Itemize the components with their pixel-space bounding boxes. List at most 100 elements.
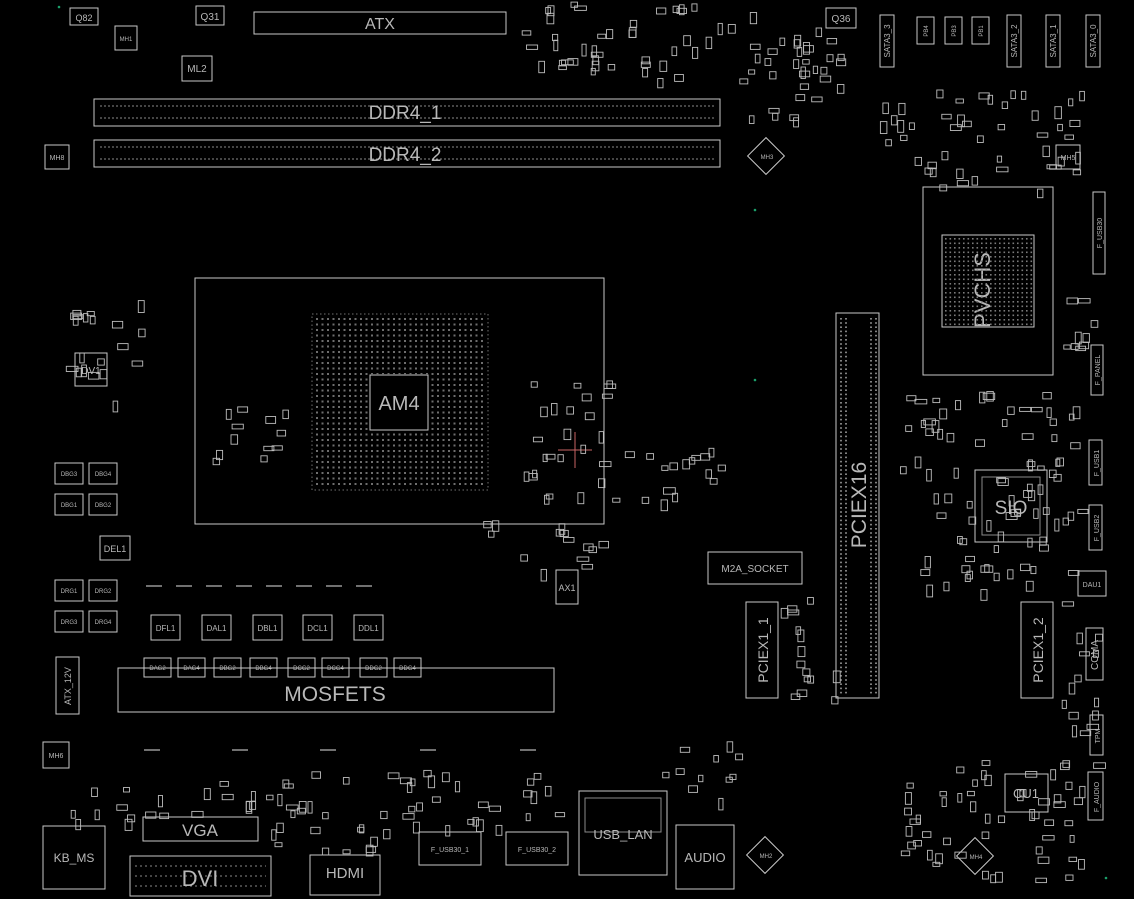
sata3-0-label: SATA3_0 <box>1089 24 1098 58</box>
f-usb1-header[interactable]: F_USB1 <box>1088 439 1103 486</box>
sata3-2-label: SATA3_2 <box>1010 24 1019 58</box>
phase-cap-label: DCG4 <box>327 666 344 672</box>
mh6: MH6 <box>42 741 70 769</box>
f-panel-header[interactable]: F_PANEL <box>1090 344 1104 396</box>
f-usb30-2-header[interactable]: F_USB30_2 <box>505 831 569 866</box>
phase-cap-label: DBG4 <box>255 666 272 672</box>
audio-port[interactable]: AUDIO <box>675 824 735 890</box>
cpu-pin-grid <box>316 318 483 485</box>
f-usb2-label: F_USB2 <box>1094 515 1101 542</box>
phase-cap-dcg4: DCG4 <box>321 657 350 678</box>
pciex1-2-label: PCIEX1_2 <box>1030 617 1046 683</box>
mh8: MH8 <box>44 144 70 170</box>
vga-label: VGA <box>182 821 219 840</box>
via-markers <box>57 5 1108 880</box>
inductor-dbl1[interactable]: DBL1 <box>252 614 283 641</box>
mh1: MH1 <box>114 25 138 51</box>
kb-ms-port[interactable]: KB_MS <box>42 825 106 890</box>
pciex1-1-slot[interactable]: PCIEX1_1 <box>745 601 779 699</box>
phase-cap-dbg2: DBG2 <box>213 657 242 678</box>
inductor-ddl1[interactable]: DDL1 <box>353 614 384 641</box>
q31[interactable]: Q31 <box>195 5 225 26</box>
chipset-label: PVCHS <box>970 252 995 328</box>
cu1-chip[interactable]: CU1 <box>1004 773 1049 813</box>
am4-socket[interactable]: AM4 <box>194 277 605 525</box>
f-usb30-1-header[interactable]: F_USB30_1 <box>418 831 482 866</box>
choke-drg1: DRG1 <box>54 579 84 602</box>
phase-cap-dag4: DAG4 <box>177 657 206 678</box>
inductor-dfl1[interactable]: DFL1 <box>150 614 181 641</box>
atx-connector[interactable]: ATX <box>253 11 507 35</box>
choke-dbg1: DBG1 <box>54 493 84 516</box>
phase-cap-dag2: DAG2 <box>143 657 172 678</box>
pciex16-slot[interactable]: PCIEX16 <box>835 312 880 699</box>
q82-label: Q82 <box>75 13 92 23</box>
tpm-header[interactable]: TPM <box>1089 714 1104 756</box>
mh5-label: MH5 <box>1061 155 1076 162</box>
choke-drg3: DRG3 <box>54 610 84 633</box>
mh1-label: MH1 <box>120 37 133 43</box>
pb1-label: PB1 <box>979 25 985 37</box>
inductor-row: DFL1 DAL1 DBL1 DCL1 DDL1 <box>150 614 384 641</box>
f-audio-header[interactable]: F_AUDIO <box>1087 771 1104 821</box>
choke-label: DBG3 <box>61 472 78 478</box>
del1-chip[interactable]: DEL1 <box>99 535 131 561</box>
ml2[interactable]: ML2 <box>181 55 213 82</box>
choke-label: DBG2 <box>95 503 112 509</box>
f-usb2-header[interactable]: F_USB2 <box>1088 504 1103 551</box>
usb-lan-port[interactable]: USB_LAN <box>578 790 668 876</box>
coma-header[interactable]: COMA <box>1085 627 1104 681</box>
atx-12v-connector[interactable]: ATX_12V <box>55 656 80 715</box>
phase-cap-dbg4: DBG4 <box>249 657 278 678</box>
sio-chip[interactable]: SIO <box>974 469 1048 543</box>
ax1[interactable]: AX1 <box>555 569 579 605</box>
dvi-port[interactable]: DVI <box>129 855 272 897</box>
dau1-label: DAU1 <box>1083 582 1102 589</box>
pciex1-2-slot[interactable]: PCIEX1_2 <box>1020 601 1054 699</box>
phase-cap-label: DDG2 <box>365 666 382 672</box>
choke-drg4: DRG4 <box>88 610 118 633</box>
q36[interactable]: Q36 <box>825 7 857 29</box>
sata3-0-connector[interactable]: SATA3_0 <box>1085 14 1101 68</box>
phase-cap-label: DBG2 <box>219 666 236 672</box>
ddr4-slot-1[interactable]: DDR4_1 <box>93 98 721 127</box>
m2a-label: M2A_SOCKET <box>721 564 788 575</box>
choke-label: DRG1 <box>61 589 78 595</box>
sata3-2-connector[interactable]: SATA3_2 <box>1006 14 1022 68</box>
mh8-label: MH8 <box>50 155 65 162</box>
f-usb30-2-label: F_USB30_2 <box>518 847 556 854</box>
inductor-label: DBL1 <box>257 624 278 633</box>
vga-port[interactable]: VGA <box>142 816 259 842</box>
mosfets-area: MOSFETS <box>117 667 555 713</box>
audio-label: AUDIO <box>684 850 725 865</box>
inductor-label: DAL1 <box>206 624 227 633</box>
phase-cap-ddg4: DDG4 <box>393 657 422 678</box>
inductor-dal1[interactable]: DAL1 <box>201 614 232 641</box>
sata3-3-connector[interactable]: SATA3_3 <box>879 14 895 68</box>
mh3: MH3 <box>746 136 786 176</box>
pb4[interactable]: PB4 <box>916 16 935 45</box>
choke-label: DBG1 <box>61 503 78 509</box>
am4-label: AM4 <box>378 393 419 415</box>
hdmi-port[interactable]: HDMI <box>309 854 381 896</box>
coma-label: COMA <box>1090 640 1101 670</box>
ax1-label: AX1 <box>558 583 575 593</box>
f-usb30-header[interactable]: F_USB30 <box>1092 191 1106 275</box>
hdmi-label: HDMI <box>326 865 364 882</box>
inductor-dcl1[interactable]: DCL1 <box>302 614 333 641</box>
pciex1-1-label: PCIEX1_1 <box>755 617 771 683</box>
sata3-1-connector[interactable]: SATA3_1 <box>1045 14 1061 68</box>
sata3-3-label: SATA3_3 <box>883 24 892 58</box>
pb1[interactable]: PB1 <box>971 16 990 45</box>
q82[interactable]: Q82 <box>69 7 99 26</box>
pb3[interactable]: PB3 <box>944 16 963 45</box>
chipset[interactable]: PVCHS <box>922 186 1054 376</box>
mh4-label: MH4 <box>970 855 983 861</box>
choke-label: DRG3 <box>61 620 78 626</box>
m2a-socket[interactable]: M2A_SOCKET <box>707 551 803 585</box>
dau1[interactable]: DAU1 <box>1077 570 1107 597</box>
ml2-label: ML2 <box>187 64 207 75</box>
f-audio-label: F_AUDIO <box>1094 781 1101 812</box>
ddr4-slot-2[interactable]: DDR4_2 <box>93 139 721 168</box>
